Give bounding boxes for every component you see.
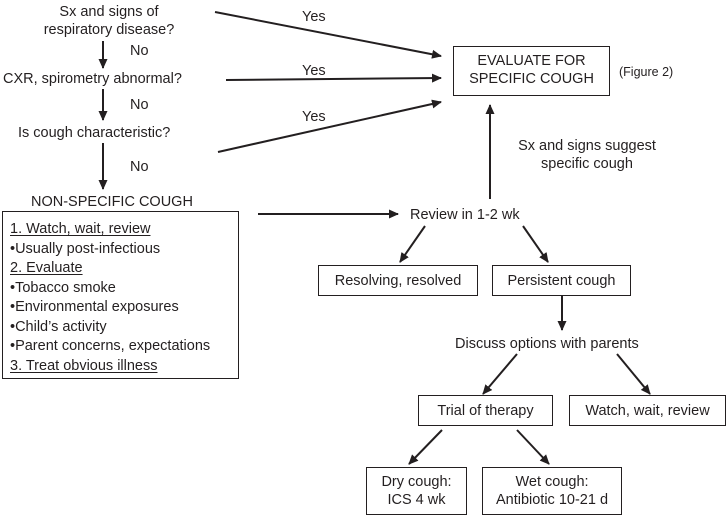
question-cxr: CXR, spirometry abnormal? bbox=[3, 71, 182, 87]
item-environmental: •Environmental exposures bbox=[10, 299, 179, 315]
arrow-trial-wet bbox=[516, 429, 550, 465]
arrow-q3-yes bbox=[217, 99, 442, 153]
dry-line1: Dry cough: bbox=[381, 474, 452, 490]
item-treat-obvious: 3. Treat obvious illness bbox=[10, 357, 158, 374]
item-evaluate: 2. Evaluate bbox=[10, 260, 83, 276]
arrow-review-resolving bbox=[399, 225, 426, 263]
arrow-discuss-trial bbox=[482, 353, 518, 395]
box-evaluate-specific-cough: EVALUATE FOR SPECIFIC COUGH bbox=[453, 46, 610, 96]
persistent-label: Persistent cough bbox=[507, 273, 616, 289]
question-respiratory-line1: Sx and signs of bbox=[59, 4, 159, 20]
box-trial-of-therapy: Trial of therapy bbox=[418, 395, 553, 426]
wet-line2: Antibiotic 10-21 d bbox=[495, 492, 609, 508]
arrow-trial-dry bbox=[408, 429, 443, 465]
nonspecific-title: NON-SPECIFIC COUGH bbox=[31, 194, 193, 210]
box-wet-cough: Wet cough: Antibiotic 10-21 d bbox=[482, 467, 622, 515]
discuss-node: Discuss options with parents bbox=[455, 336, 639, 352]
box-resolving: Resolving, resolved bbox=[318, 265, 478, 296]
trial-label: Trial of therapy bbox=[437, 403, 534, 419]
evaluate-line2: SPECIFIC COUGH bbox=[469, 71, 594, 87]
box-persistent: Persistent cough bbox=[492, 265, 631, 296]
wet-line1: Wet cough: bbox=[515, 474, 589, 490]
review-node: Review in 1-2 wk bbox=[410, 207, 520, 223]
item-post-infectious: •Usually post-infectious bbox=[10, 240, 161, 257]
figure-reference: (Figure 2) bbox=[619, 65, 674, 79]
dry-line2: ICS 4 wk bbox=[387, 492, 446, 508]
resolving-label: Resolving, resolved bbox=[334, 273, 462, 289]
suggest-line1: Sx and signs suggest bbox=[518, 138, 656, 154]
label-no-3: No bbox=[130, 159, 149, 175]
arrow-review-persistent bbox=[522, 225, 549, 263]
box-dry-cough: Dry cough: ICS 4 wk bbox=[366, 467, 467, 515]
arrow-discuss-watch bbox=[616, 353, 651, 395]
item-child-activity: •Child’s activity bbox=[10, 318, 107, 335]
item-parent-concerns: •Parent concerns, expectations bbox=[10, 338, 211, 354]
item-watch-wait-review: 1. Watch, wait, review bbox=[10, 221, 151, 237]
label-no-2: No bbox=[130, 97, 149, 113]
question-characteristic: Is cough characteristic? bbox=[18, 125, 171, 141]
arrow-q1-yes bbox=[214, 11, 442, 59]
label-yes-2: Yes bbox=[302, 63, 326, 79]
evaluate-line1: EVALUATE FOR bbox=[477, 53, 586, 69]
box-nonspecific-plan: 1. Watch, wait, review •Usually post-inf… bbox=[2, 211, 239, 379]
suggest-line2: specific cough bbox=[541, 156, 633, 172]
item-tobacco-smoke: •Tobacco smoke bbox=[10, 279, 116, 296]
label-no-1: No bbox=[130, 43, 149, 59]
watch-label: Watch, wait, review bbox=[585, 403, 710, 419]
arrow-q2-yes bbox=[225, 73, 442, 83]
box-watch-wait-review: Watch, wait, review bbox=[569, 395, 726, 426]
label-yes-3: Yes bbox=[302, 109, 326, 125]
label-yes-1: Yes bbox=[302, 9, 326, 25]
question-respiratory-line2: respiratory disease? bbox=[43, 22, 175, 38]
